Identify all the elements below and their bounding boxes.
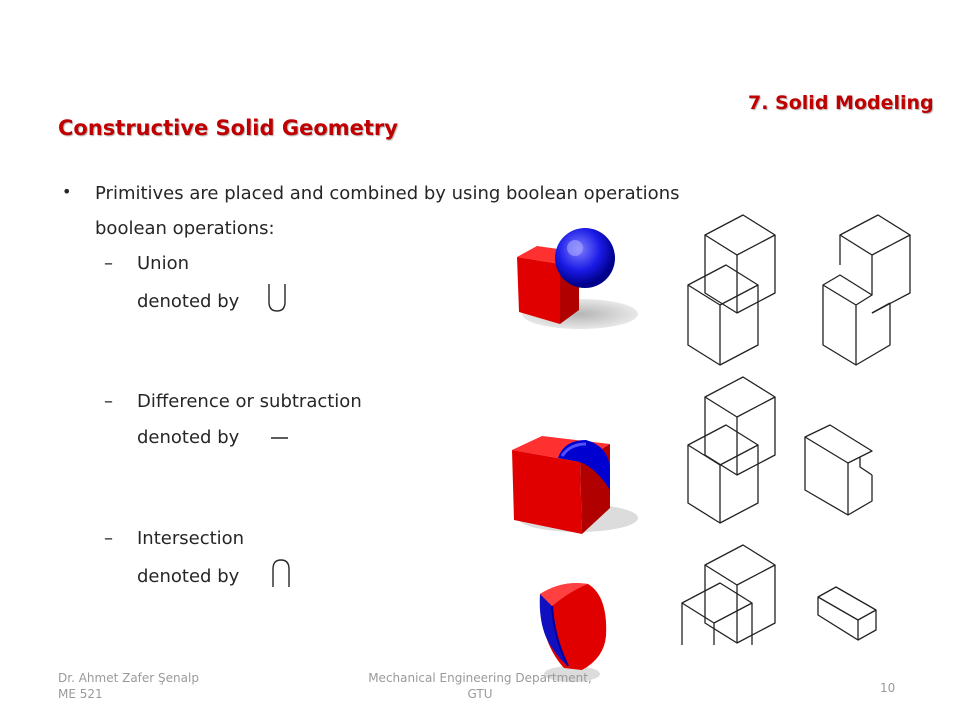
dash-intersection: –: [104, 528, 113, 549]
wireframe-intersection-separate: [681, 544, 776, 645]
slide-title: Constructive Solid Geometry: [58, 116, 398, 140]
intersection-solid-image: [539, 583, 607, 682]
section-label: 7. Solid Modeling: [748, 92, 934, 114]
bullet-text: Primitives are placed and combined by us…: [95, 183, 680, 204]
wireframe-difference-separate: [687, 376, 776, 524]
wireframe-union-separate: [687, 214, 776, 366]
subheading: boolean operations:: [95, 218, 275, 239]
op-intersection-label: Intersection: [137, 528, 245, 549]
bullet-icon: •: [62, 182, 72, 201]
op-intersection-denoted: denoted by: [137, 566, 240, 587]
intersection-symbol-icon: [272, 559, 290, 587]
wireframe-drawings: [681, 214, 911, 645]
footer-dept-line1: Mechanical Engineering Department,: [368, 671, 592, 685]
footer-course: ME 521: [58, 687, 103, 701]
footer-author-name: Dr. Ahmet Zafer Şenalp: [58, 671, 199, 685]
wireframe-union-result: [822, 214, 911, 366]
dash-difference: –: [104, 391, 113, 412]
minus-symbol-icon: [271, 437, 288, 439]
difference-solid-image: [512, 436, 638, 534]
op-union-label: Union: [137, 253, 190, 274]
op-difference-label: Difference or subtraction: [137, 391, 362, 412]
wireframe-intersection-result: [817, 586, 877, 641]
op-union-denoted: denoted by: [137, 291, 240, 312]
op-difference-denoted: denoted by: [137, 427, 240, 448]
footer-department: Mechanical Engineering Department, GTU: [340, 670, 620, 702]
wireframe-difference-result: [804, 424, 873, 516]
union-solid-image: [517, 228, 638, 329]
page-number: 10: [880, 681, 896, 695]
union-symbol-icon: [268, 284, 286, 312]
dash-union: –: [104, 253, 113, 274]
footer-dept-line2: GTU: [467, 687, 493, 701]
footer-author: Dr. Ahmet Zafer Şenalp ME 521: [58, 670, 199, 702]
